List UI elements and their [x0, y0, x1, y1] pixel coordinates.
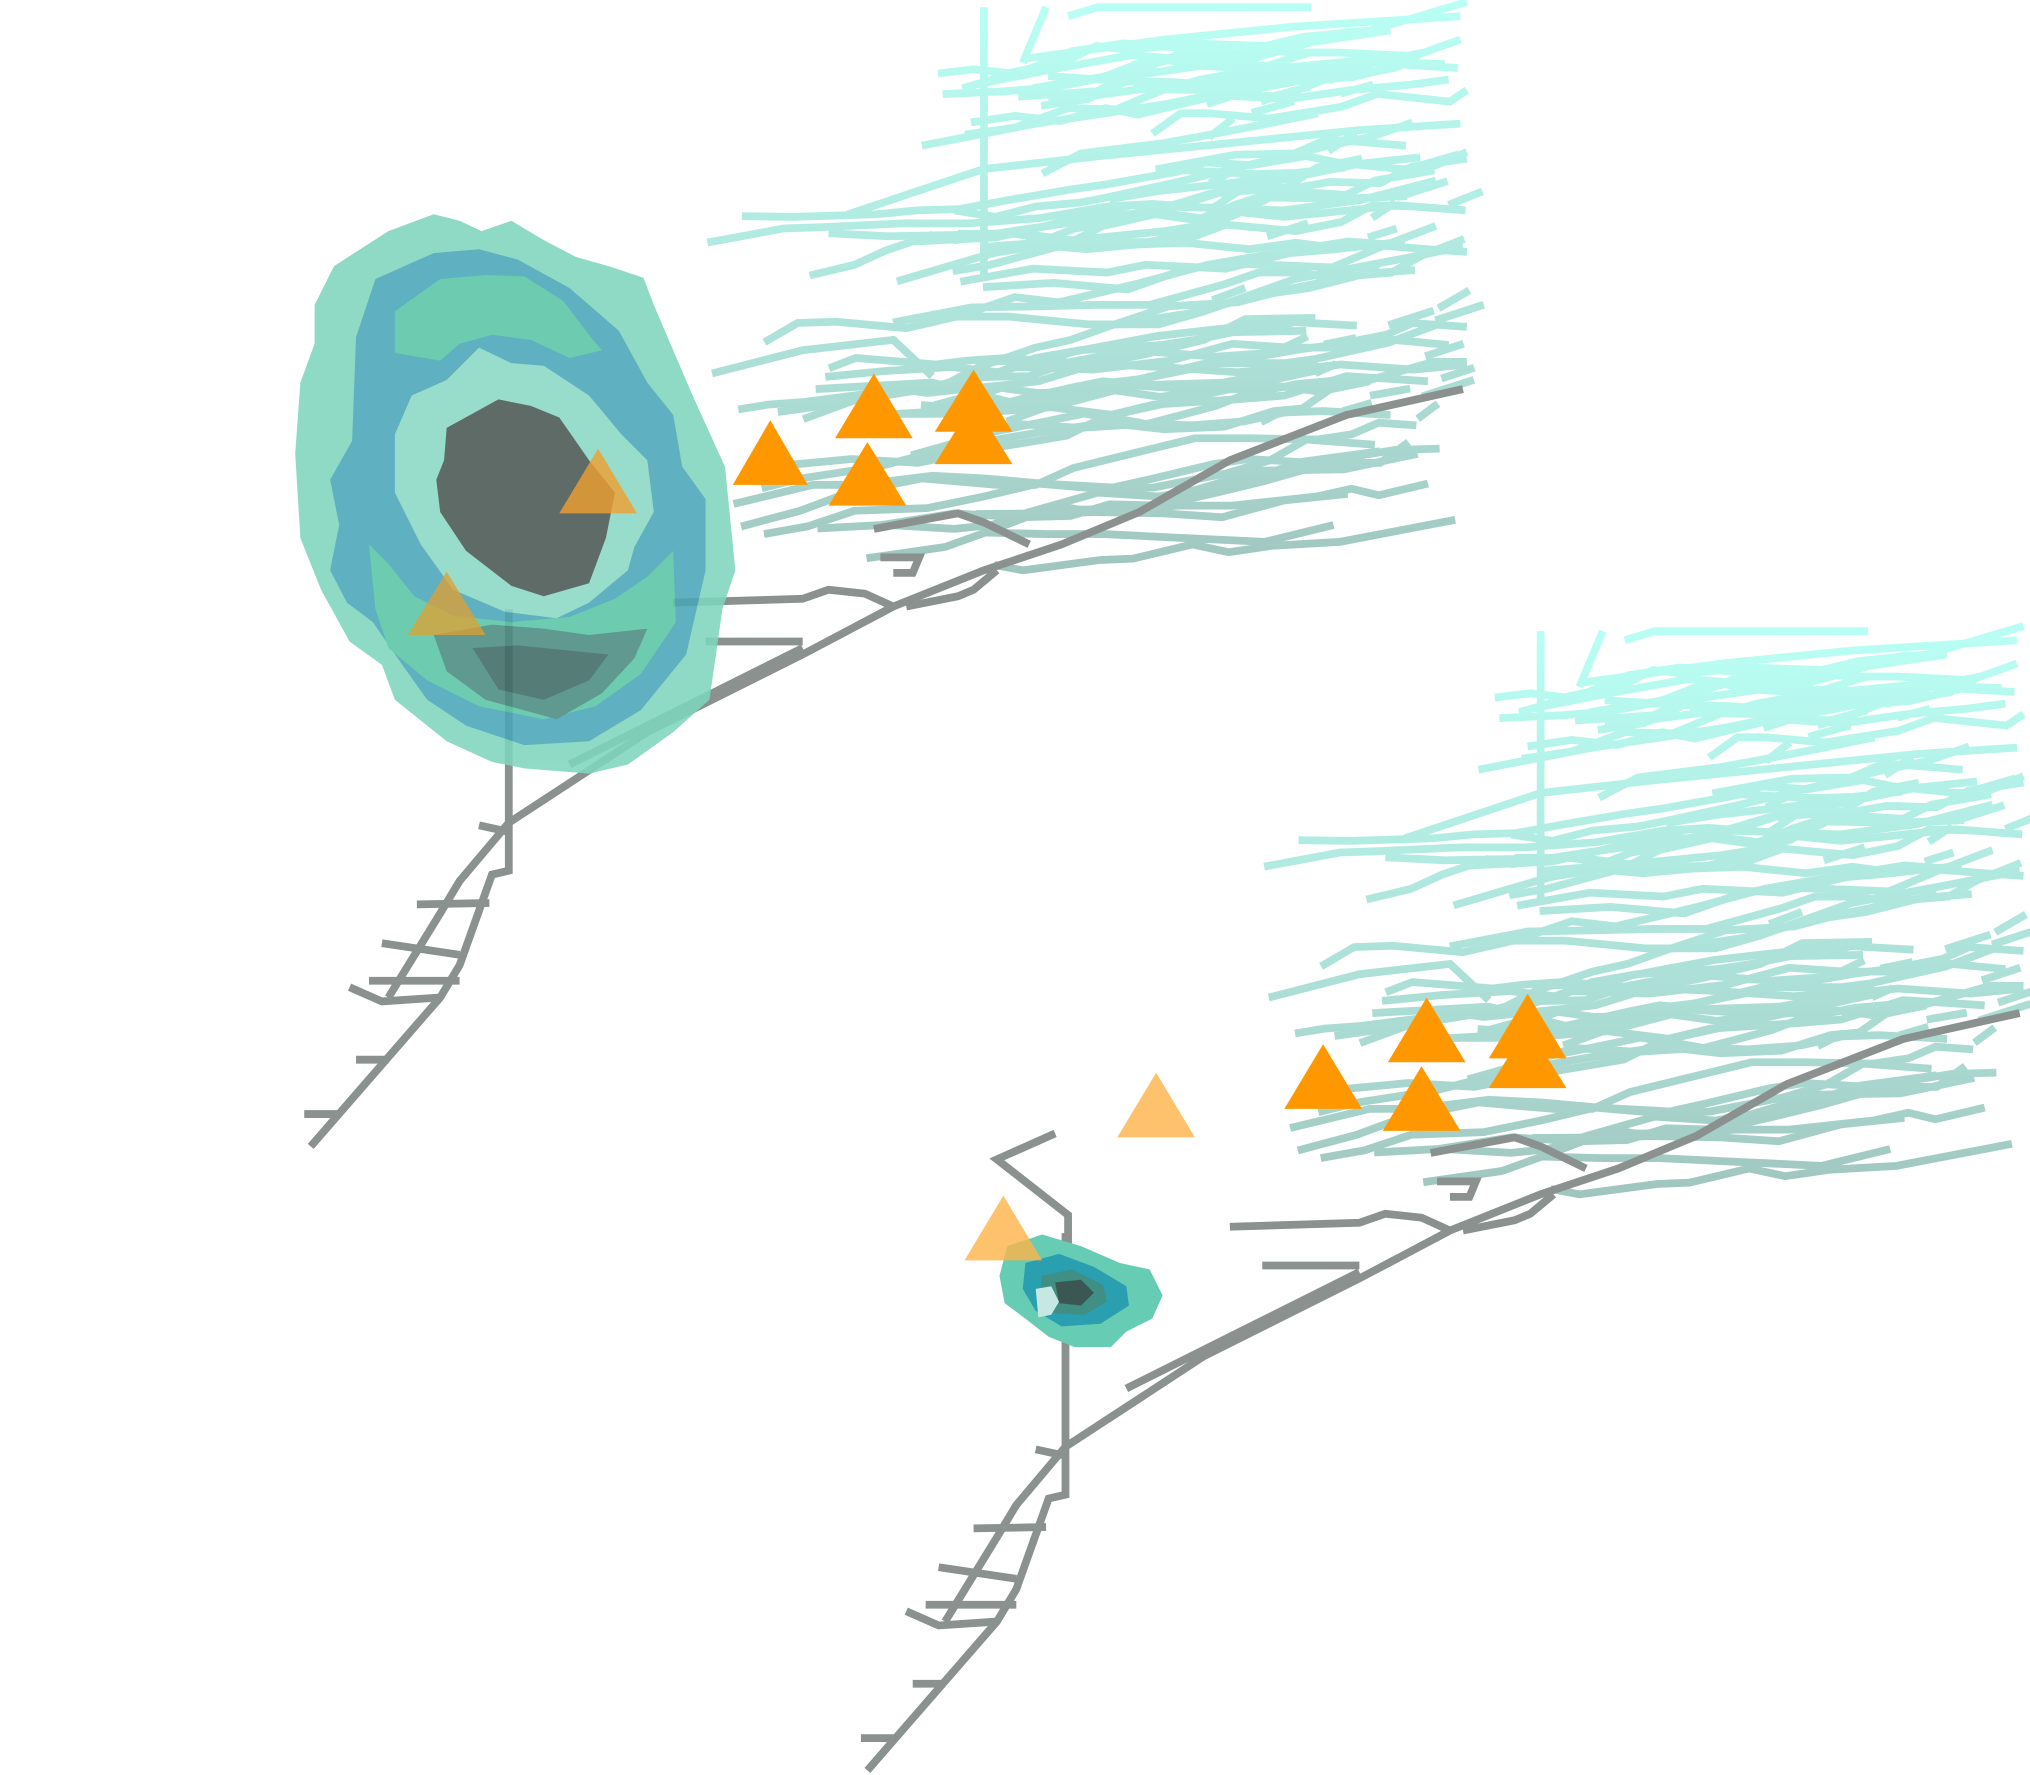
triangle-icon [732, 420, 808, 485]
triangle-icon [828, 442, 907, 506]
triangle-icon [407, 571, 486, 636]
density-contours-large [295, 214, 736, 774]
triangle-icon [934, 402, 1013, 465]
panel-large [295, 2, 1484, 1146]
triangle-icon [1284, 1044, 1362, 1109]
markers-large [407, 369, 1013, 636]
triangle-icon [934, 369, 1013, 432]
triangle-icon [1488, 1026, 1567, 1089]
panel-small [861, 626, 2030, 1770]
density-contours-small [999, 1234, 1163, 1348]
triangle-icon [559, 448, 637, 514]
triangle-icon [1488, 993, 1567, 1059]
triangle-icon [835, 373, 913, 439]
triangle-icon [964, 1195, 1043, 1261]
triangle-icon [1382, 1066, 1461, 1131]
triangle-icon [1117, 1072, 1195, 1138]
markers-small [964, 993, 1567, 1261]
triangle-icon [1387, 997, 1466, 1063]
